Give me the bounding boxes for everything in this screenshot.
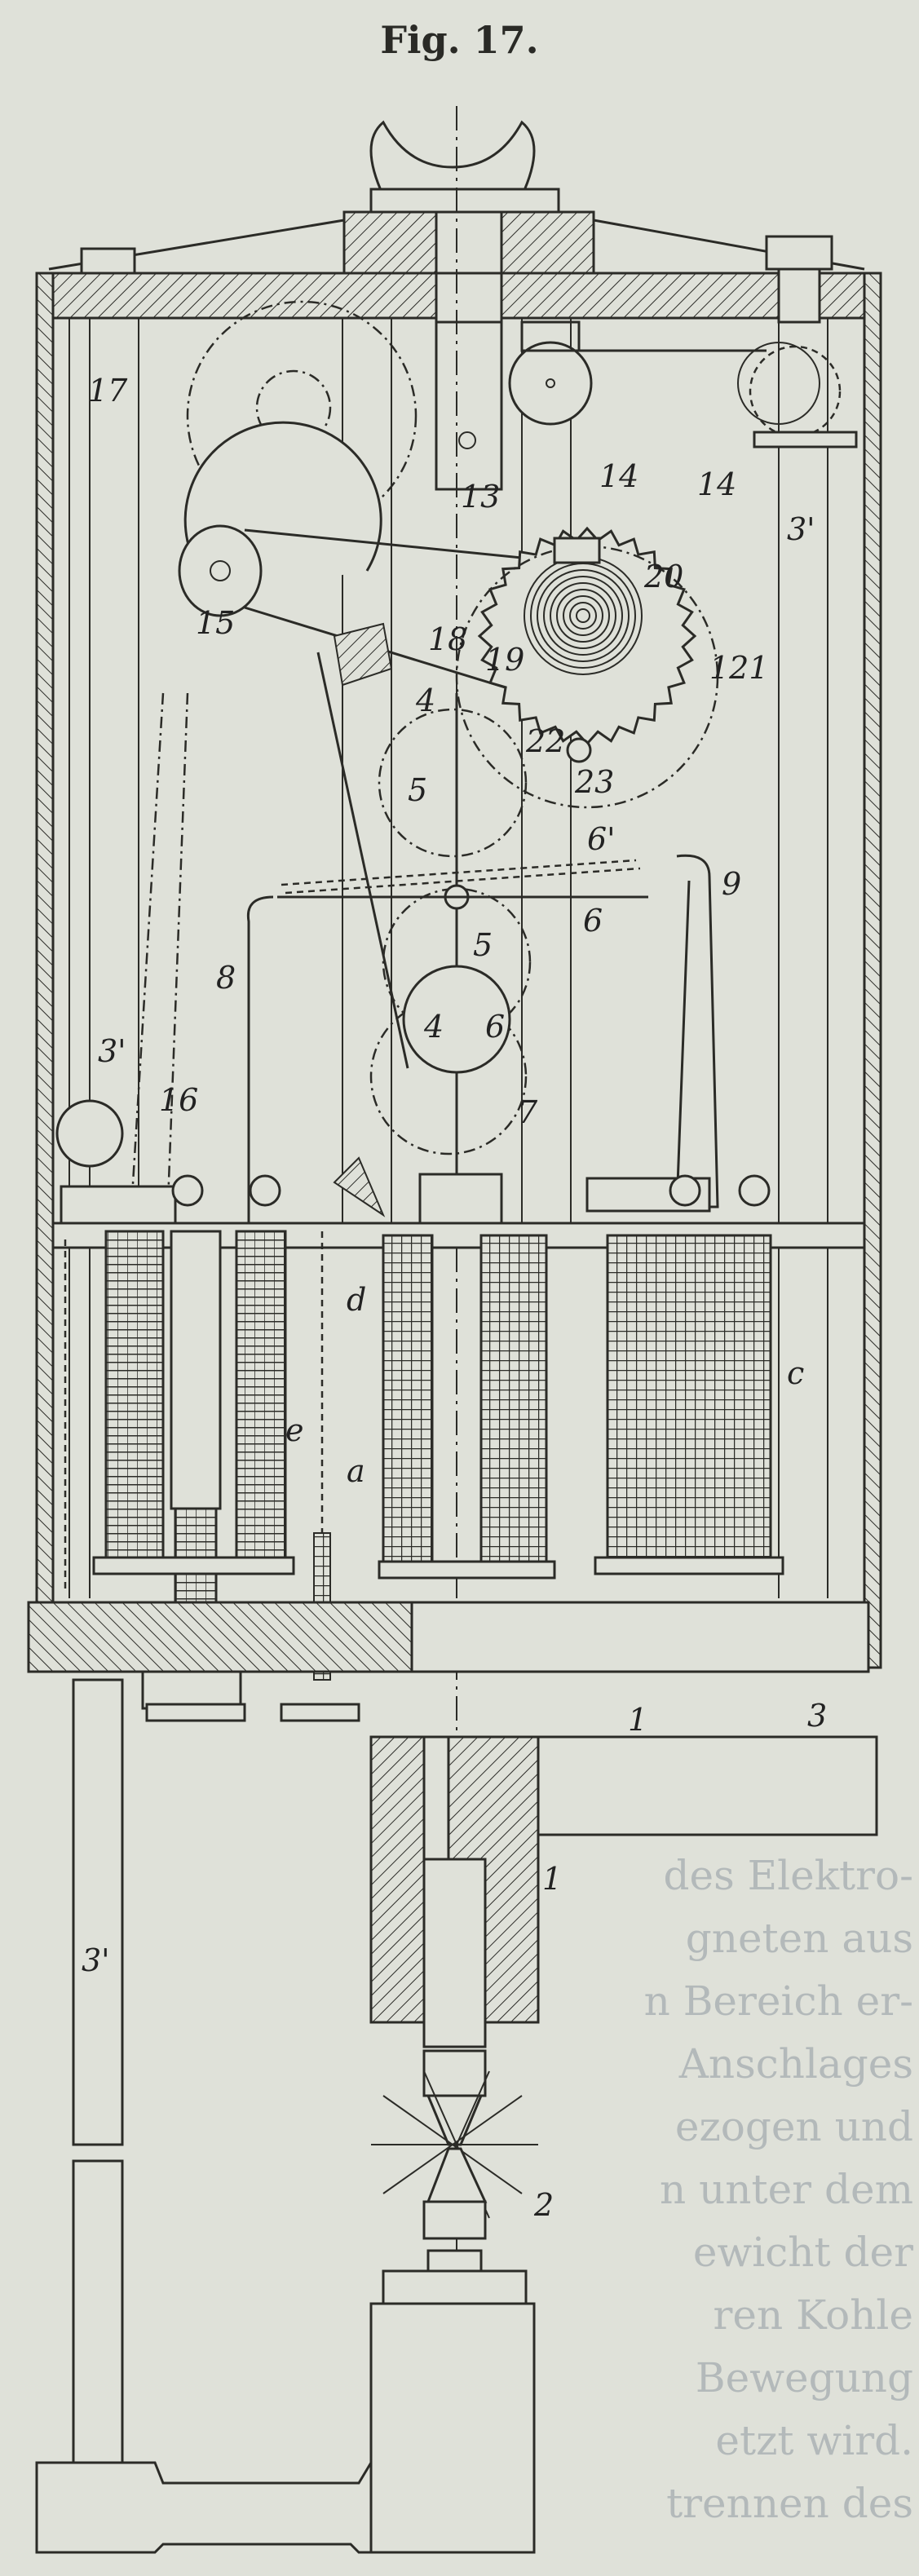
- label-16: 16: [159, 1082, 199, 1118]
- top-insulator: [369, 120, 560, 215]
- upper-carbon-holder: [369, 1735, 878, 2146]
- pulley-14-left: [508, 320, 767, 426]
- label-6: 6: [485, 1009, 506, 1045]
- label-8: 8: [216, 960, 236, 996]
- label-d: d: [347, 1282, 367, 1318]
- label-2: 2: [534, 2187, 554, 2223]
- lower-carbon-holder: [369, 2147, 536, 2554]
- bleed-line: ezogen und: [674, 2103, 913, 2150]
- label-1: 1: [542, 1861, 563, 1897]
- spring-coil: [556, 589, 610, 643]
- label-19: 19: [485, 642, 525, 678]
- bleed-line: etzt wird.: [715, 2417, 913, 2464]
- bleed-line: gneten aus: [685, 1915, 913, 1962]
- drum-15: [178, 300, 653, 719]
- housing: [35, 272, 882, 1669]
- label-14: 14: [599, 458, 639, 494]
- bleed-line: des Elektro-: [663, 1852, 913, 1899]
- central-rod: [129, 106, 719, 2520]
- right-solenoid: [594, 1234, 784, 1575]
- label-13: 13: [461, 479, 501, 515]
- label-7: 7: [518, 1094, 538, 1130]
- label-3prime: 3': [98, 1033, 126, 1069]
- label-15: 15: [196, 605, 236, 641]
- spring-coil: [563, 595, 603, 636]
- label-3prime: 3': [82, 1942, 110, 1978]
- spring-coil: [569, 602, 597, 630]
- spring-coil: [543, 576, 623, 656]
- label-4: 4: [416, 683, 436, 718]
- pulley-14-right: [737, 342, 858, 448]
- label-a: a: [347, 1453, 365, 1489]
- bleed-line: ren Kohle: [713, 2291, 913, 2339]
- mid-plate: [51, 1099, 866, 1249]
- spring-coil: [576, 608, 590, 623]
- middle-solenoid: [378, 1234, 556, 1580]
- label-22: 22: [526, 723, 566, 759]
- label-14: 14: [697, 466, 737, 502]
- spring-coil: [537, 569, 630, 662]
- label-6prime: 6': [587, 821, 616, 857]
- label-20: 20: [644, 559, 684, 594]
- label-3: 3: [807, 1698, 828, 1734]
- left-solenoid: [64, 1230, 295, 1665]
- label-23: 23: [575, 764, 615, 800]
- label-4: 4: [424, 1009, 444, 1045]
- bleed-line: n Bereich er-: [643, 1977, 913, 2025]
- label-c: c: [787, 1355, 805, 1391]
- spring-coil: [550, 582, 616, 649]
- label-9: 9: [722, 866, 742, 902]
- figure-title: Fig. 17.: [380, 18, 539, 62]
- bleed-line: Bewegung: [695, 2354, 913, 2401]
- label-3prime: 3': [787, 511, 815, 547]
- label-5: 5: [408, 772, 428, 808]
- arc-light-rays: [371, 2070, 538, 2219]
- label-121: 121: [709, 650, 769, 686]
- bleed-line: ewicht der: [692, 2229, 913, 2276]
- side-rod-3prime: [35, 1678, 373, 2554]
- label-1: 1: [628, 1702, 648, 1738]
- label-5: 5: [473, 927, 493, 963]
- show-through-text: des Elektro- gneten aus n Bereich er- An…: [563, 1845, 913, 2535]
- bleed-line: trennen des: [666, 2480, 913, 2527]
- ratchet-wheel: [455, 526, 719, 809]
- bottom-plate: [27, 1601, 870, 1722]
- bleed-line: Anschlages: [678, 2040, 913, 2088]
- label-6: 6: [583, 903, 603, 939]
- bleed-line: n unter dem: [660, 2166, 913, 2213]
- label-18: 18: [428, 621, 468, 657]
- label-e: e: [285, 1412, 304, 1448]
- label-17: 17: [88, 373, 128, 409]
